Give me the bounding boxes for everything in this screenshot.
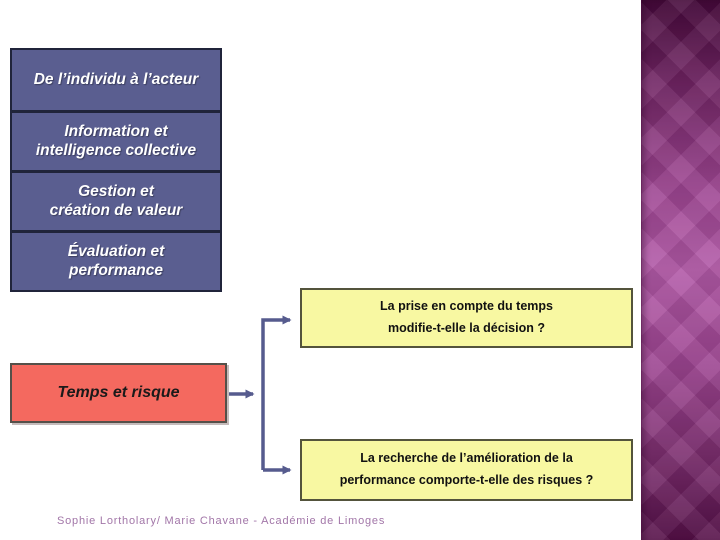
question-box-temps-decision: La prise en compte du temps modifie-t-el… bbox=[300, 288, 633, 348]
sidebar-decoration bbox=[641, 0, 720, 540]
stack-box-information-intelligence: Information et intelligence collective bbox=[12, 110, 220, 170]
footer-credit: Sophie Lortholary/ Marie Chavane - Acadé… bbox=[57, 515, 386, 527]
stack-box-label: De l’individu à l’acteur bbox=[33, 70, 199, 88]
stack-box-label: Information et intelligence collective bbox=[35, 122, 197, 159]
question-box-label: La prise en compte du temps modifie-t-el… bbox=[380, 299, 553, 335]
stack-box-gestion-valeur: Gestion et création de valeur bbox=[12, 170, 220, 230]
stack-box-individu-acteur: De l’individu à l’acteur bbox=[12, 50, 220, 110]
temps-et-risque-label: Temps et risque bbox=[57, 384, 180, 401]
question-box-performance-risques: La recherche de l’amélioration de la per… bbox=[300, 439, 633, 501]
stack-box-evaluation-performance: Évaluation et performance bbox=[12, 230, 220, 290]
theme-stack: De l’individu à l’acteur Information et … bbox=[10, 48, 222, 292]
stack-box-label: Gestion et création de valeur bbox=[49, 182, 183, 219]
question-box-label: La recherche de l’amélioration de la per… bbox=[339, 451, 594, 487]
temps-et-risque-box: Temps et risque bbox=[10, 363, 227, 423]
stack-box-label: Évaluation et performance bbox=[67, 242, 165, 279]
